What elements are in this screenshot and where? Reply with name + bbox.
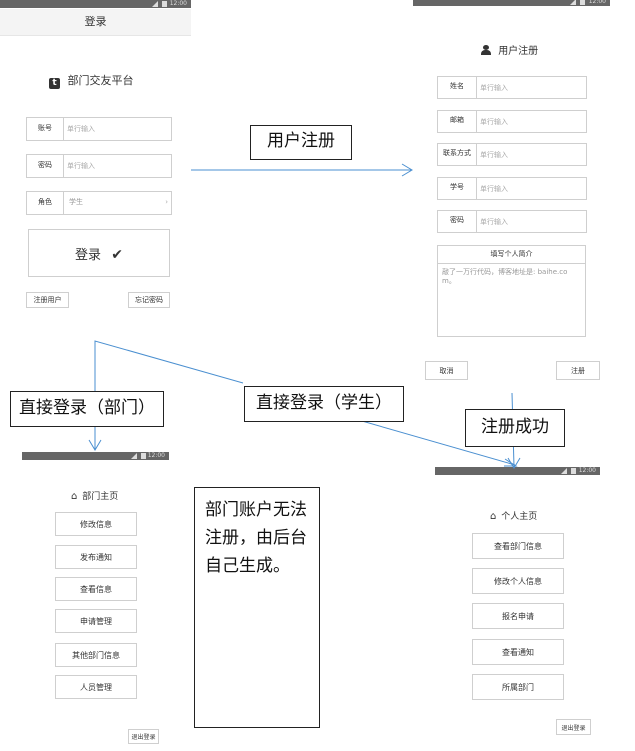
- tumblr-icon: t: [49, 78, 60, 89]
- dept-menu-item[interactable]: 查看信息: [55, 577, 137, 601]
- home-icon: ⌂: [71, 491, 78, 502]
- dept-home-title: ⌂ 部门主页: [71, 489, 118, 502]
- register-link[interactable]: 注册用户: [26, 292, 69, 308]
- personal-home-title: ⌂ 个人主页: [490, 509, 537, 522]
- account-label: 账号: [27, 118, 64, 140]
- dept-menu-item[interactable]: 人员管理: [55, 675, 137, 699]
- email-input[interactable]: [477, 111, 586, 132]
- personal-menu-item[interactable]: 查看部门信息: [472, 533, 564, 559]
- dept-menu-item[interactable]: 修改信息: [55, 512, 137, 536]
- bio-header: 填写个人简介: [438, 246, 585, 264]
- submit-register-button[interactable]: 注册: [556, 361, 600, 380]
- contact-field: 联系方式: [437, 143, 587, 166]
- register-title-text: 用户注册: [498, 46, 539, 57]
- contact-label: 联系方式: [438, 144, 477, 165]
- register-password-field: 密码: [437, 210, 587, 233]
- arrow-login-student-head: [504, 458, 518, 467]
- annotation-register: 用户注册: [250, 125, 352, 160]
- statusbar-login: 12:00: [0, 0, 191, 8]
- statusbar-personal: 12:00: [435, 467, 600, 475]
- chevron-right-icon: ›: [165, 198, 168, 206]
- register-password-label: 密码: [438, 211, 477, 232]
- student-id-field: 学号: [437, 177, 587, 200]
- name-input[interactable]: [477, 77, 586, 98]
- login-button-label: 登录: [75, 247, 102, 263]
- personal-menu-item[interactable]: 所属部门: [472, 674, 564, 700]
- arrow-login-dept-head: [88, 439, 102, 451]
- dept-menu-item[interactable]: 申请管理: [55, 609, 137, 633]
- annotation-register-success: 注册成功: [465, 409, 565, 447]
- personal-menu-item[interactable]: 修改个人信息: [472, 568, 564, 594]
- signal-icon: [152, 1, 158, 7]
- user-icon: [481, 45, 491, 55]
- login-title: 登录: [0, 9, 191, 36]
- student-id-input[interactable]: [477, 178, 586, 199]
- name-field: 姓名: [437, 76, 587, 99]
- statusbar-time: 12:00: [588, 0, 606, 5]
- login-button[interactable]: 登录 ✔: [28, 229, 170, 277]
- statusbar-time: 12:00: [147, 452, 165, 459]
- dept-home-title-text: 部门主页: [82, 492, 119, 502]
- platform-title: t 部门交友平台: [49, 72, 134, 89]
- battery-icon: [162, 1, 167, 7]
- checkmark-icon: ✔: [111, 246, 123, 263]
- role-select[interactable]: 角色 学生 ›: [26, 191, 172, 215]
- battery-icon: [571, 468, 576, 474]
- password-field: 密码: [26, 154, 172, 178]
- register-password-input[interactable]: [477, 211, 586, 232]
- dept-menu-item[interactable]: 发布通知: [55, 545, 137, 569]
- role-value: 学生: [69, 198, 83, 206]
- account-input[interactable]: [64, 118, 171, 140]
- signal-icon: [570, 0, 576, 5]
- arrow-register-head: [401, 163, 413, 177]
- dept-menu-item[interactable]: 其他部门信息: [55, 643, 137, 667]
- bio-textarea[interactable]: 敲了一万行代码，博客地址是: baihe.com。: [442, 268, 568, 285]
- forgot-password-link[interactable]: 忘记密码: [128, 292, 170, 308]
- battery-icon: [141, 453, 146, 459]
- platform-name: 部门交友平台: [67, 74, 134, 87]
- personal-home-title-text: 个人主页: [501, 512, 538, 522]
- statusbar-time: 12:00: [169, 0, 187, 7]
- student-id-label: 学号: [438, 178, 477, 199]
- cancel-button[interactable]: 取消: [425, 361, 468, 380]
- battery-icon: [580, 0, 585, 5]
- annotation-login-student: 直接登录（学生）: [244, 386, 404, 422]
- dept-logout-button[interactable]: 退出登录: [128, 729, 159, 744]
- email-label: 邮箱: [438, 111, 477, 132]
- personal-menu-item[interactable]: 查看通知: [472, 639, 564, 665]
- home-icon: ⌂: [490, 511, 497, 522]
- name-label: 姓名: [438, 77, 477, 98]
- personal-logout-button[interactable]: 退出登录: [556, 719, 591, 735]
- annotation-login-dept: 直接登录（部门）: [10, 391, 164, 427]
- statusbar-time: 12:00: [578, 467, 596, 474]
- password-input[interactable]: [64, 155, 171, 177]
- statusbar-register: 12:00: [413, 0, 610, 6]
- personal-menu-item[interactable]: 报名申请: [472, 603, 564, 629]
- role-label: 角色: [27, 192, 64, 214]
- signal-icon: [561, 468, 567, 474]
- contact-input[interactable]: [477, 144, 586, 165]
- password-label: 密码: [27, 155, 64, 177]
- annotation-note: 部门账户无法注册，由后台自己生成。: [194, 487, 320, 728]
- account-field: 账号: [26, 117, 172, 141]
- signal-icon: [131, 453, 137, 459]
- email-field: 邮箱: [437, 110, 587, 133]
- statusbar-dept: 12:00: [22, 452, 169, 460]
- register-title: 用户注册: [481, 42, 538, 57]
- bio-box: 填写个人简介 敲了一万行代码，博客地址是: baihe.com。: [437, 245, 586, 337]
